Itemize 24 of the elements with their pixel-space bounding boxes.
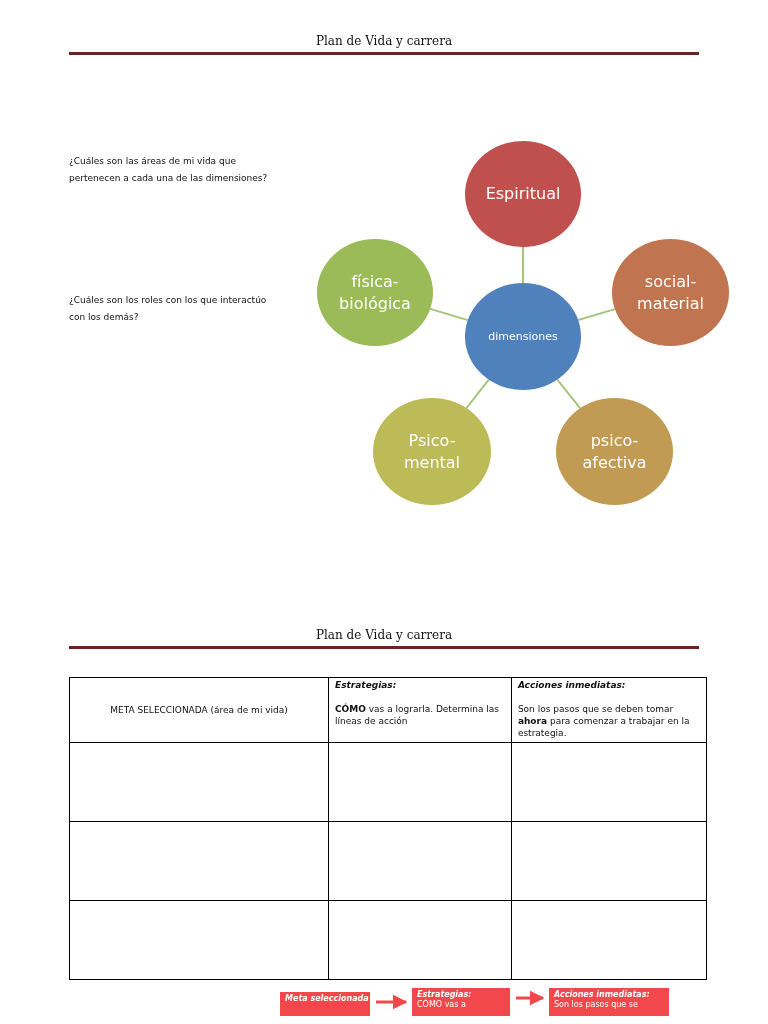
center-circle: dimensiones	[465, 283, 581, 390]
question-text: ¿Cuáles son los roles con los que interactúo con los demás?	[69, 294, 268, 324]
connector-line	[429, 307, 469, 322]
flow-box: Meta seleccionada	[280, 992, 370, 1016]
dimension-circle: Psico- mental	[373, 398, 491, 505]
page-title: Plan de Vida y carrera	[314, 628, 454, 642]
connector-line	[556, 378, 582, 410]
flow-box: Estrategias: CÓMO vas a	[412, 988, 510, 1016]
column-description: Son los pasos que se deben tomar ahora para comenzar a trabajar en la estrategia.	[517, 703, 691, 739]
connector-line	[522, 246, 524, 284]
flow-box: Acciones inmediatas: Son los pasos que se	[549, 988, 669, 1016]
question-text: ¿Cuáles son las áreas de mi vida que pertenecen a cada una de las dimensiones?	[69, 155, 269, 185]
arrow	[516, 990, 545, 1006]
column-heading: Estrategias:	[335, 680, 398, 690]
column-heading: Acciones inmediatas:	[517, 680, 627, 690]
dimension-circle: Espiritual	[465, 141, 581, 247]
column-description: CÓMO vas a lograrla. Determina las líneas de acción	[335, 703, 501, 727]
dimension-circle: física- biológica	[317, 239, 433, 346]
connector-line	[577, 308, 616, 322]
dimension-circle: psico- afectiva	[556, 398, 673, 505]
dimension-circle: social- material	[612, 239, 729, 346]
connector-line	[465, 378, 490, 410]
header-cell: META SELECCIONADA (área de mi vida)	[69, 677, 329, 743]
page-title: Plan de Vida y carrera	[314, 34, 454, 48]
